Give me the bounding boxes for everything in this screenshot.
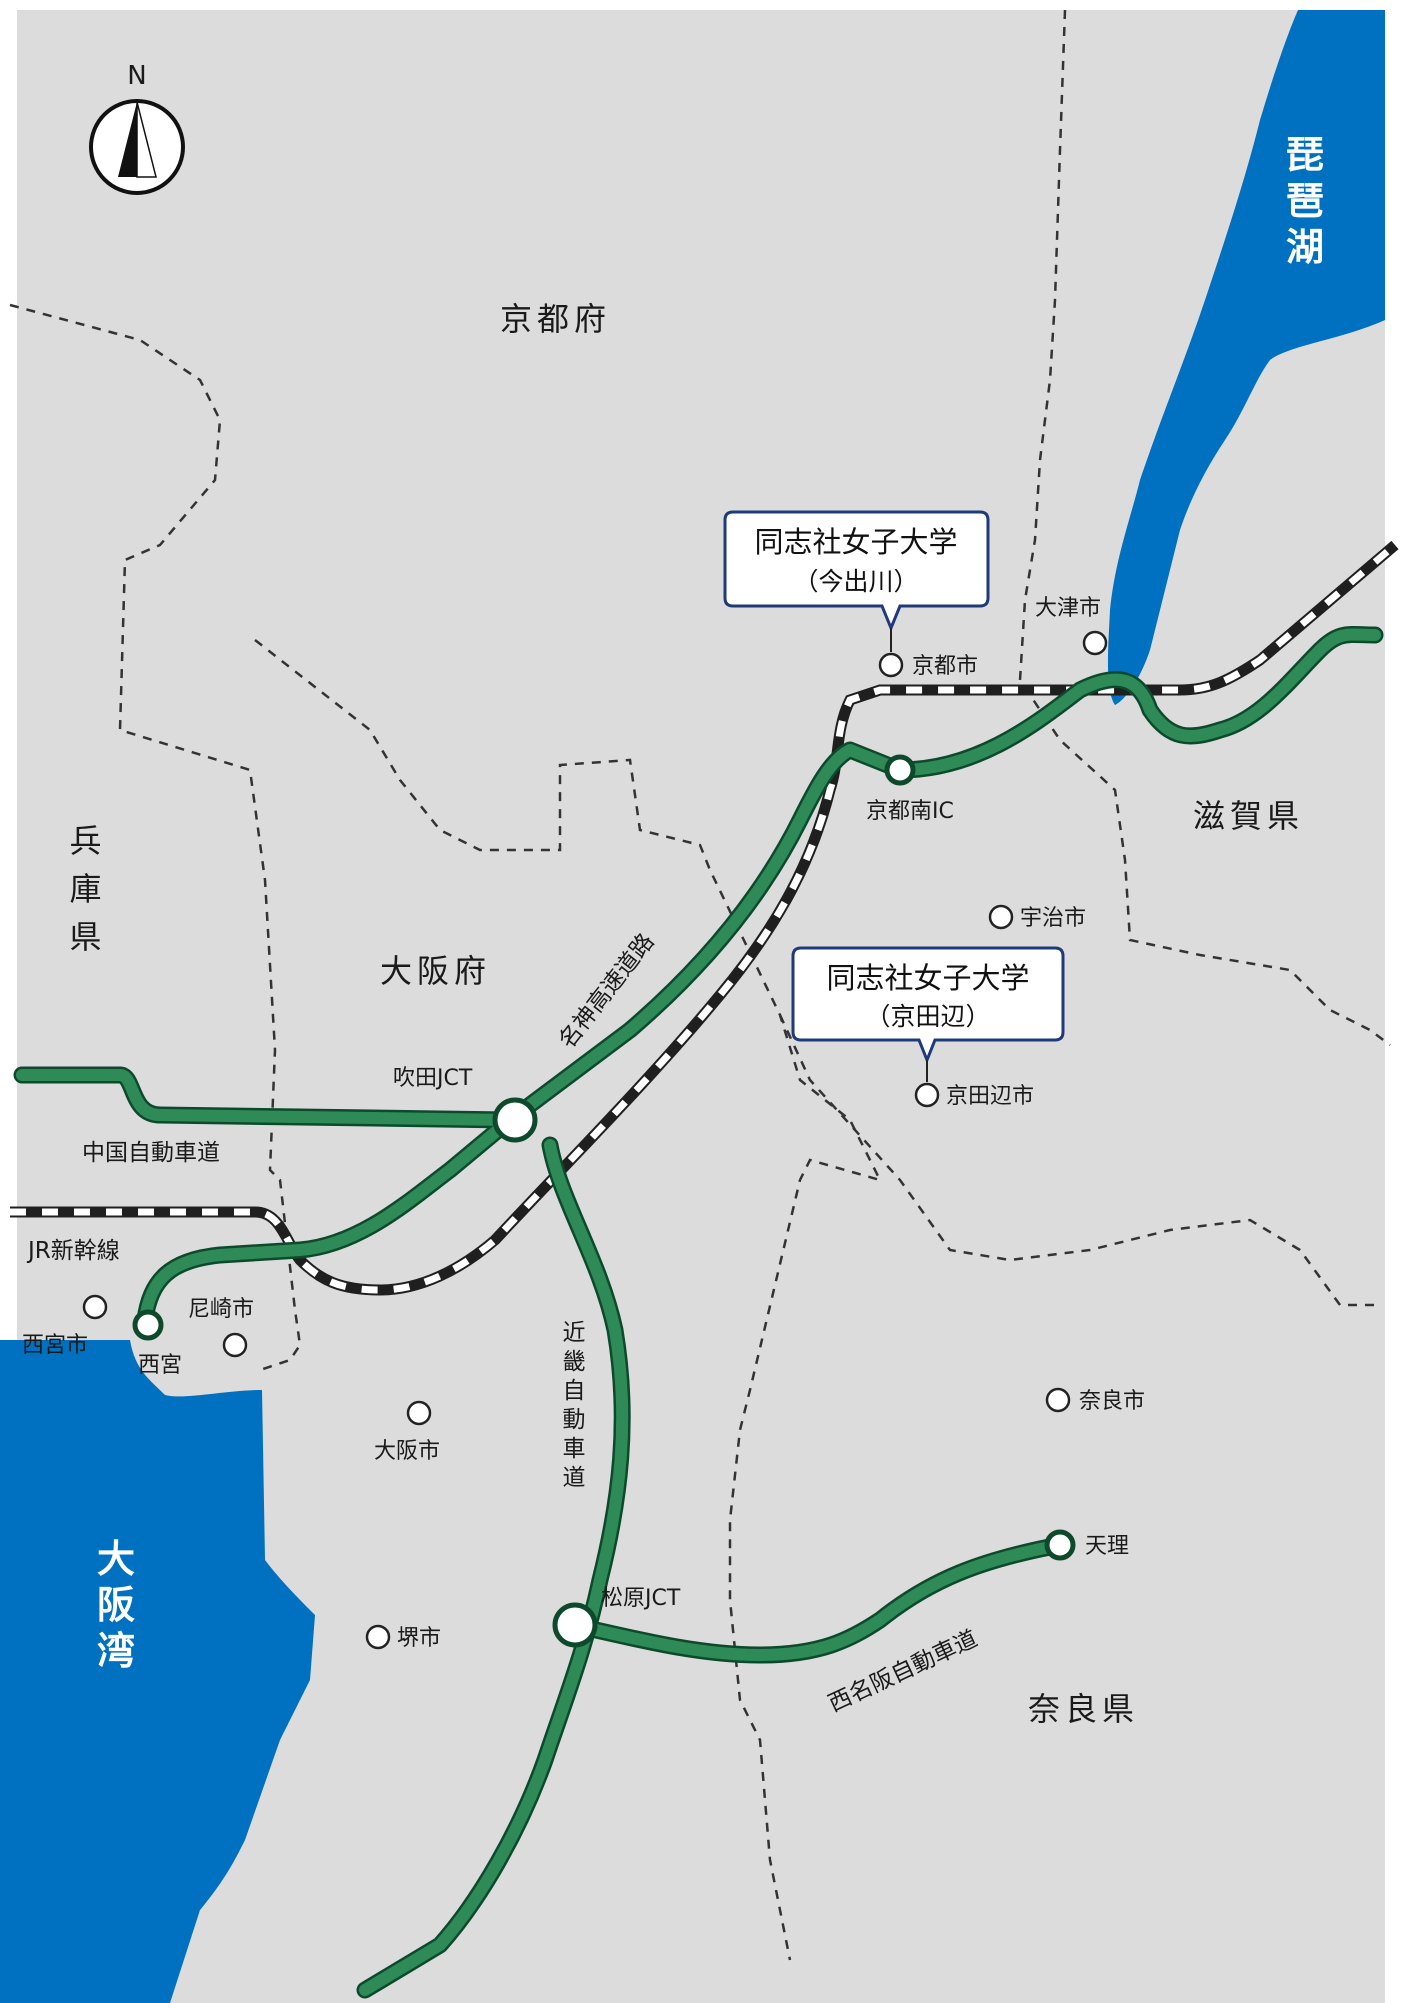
compass-needle-highlight: [136, 101, 157, 178]
callout-kyotanabe-box: [791, 946, 1065, 1065]
bay-char-2: 阪: [97, 1583, 135, 1627]
kinki-char-6: 道: [563, 1465, 586, 1491]
biwa-char-1: 琵: [1286, 133, 1324, 177]
callout-kyotanabe-name: 同志社女子大学: [826, 961, 1029, 995]
kinki-char-4: 動: [563, 1407, 586, 1433]
otsu-city-label: 大津市: [1035, 596, 1101, 621]
callout-kyotanabe: 同志社女子大学 （京田辺）: [791, 946, 1065, 1082]
kinki-char-5: 車: [563, 1436, 586, 1462]
chugoku-label: 中国自動車道: [82, 1140, 220, 1166]
nishinomiya-city-marker: [82, 1294, 108, 1320]
kyotanabe-city-label: 京田辺市: [946, 1084, 1034, 1109]
osaka-bay-label: 大 阪 湾: [97, 1537, 135, 1673]
kyoto-city-label: 京都市: [912, 654, 978, 679]
callout-imadegawa-box: [723, 510, 990, 632]
hyogo-char-2: 庫: [69, 870, 106, 908]
bay-char-3: 湾: [97, 1629, 135, 1673]
biwa-char-3: 湖: [1286, 225, 1324, 269]
kinki-char-3: 自: [563, 1378, 586, 1404]
biwa-char-2: 琶: [1286, 179, 1324, 223]
osaka-prefecture-label: 大阪府: [380, 952, 491, 990]
nishinomiya-city-label: 西宮市: [22, 1333, 88, 1358]
osaka-city-label: 大阪市: [374, 1439, 440, 1464]
tenri-ic-label: 天理: [1085, 1534, 1129, 1559]
kyotanabe-city-marker: [914, 1082, 940, 1108]
sakai-city-marker: [365, 1624, 391, 1650]
nara-city-marker: [1045, 1387, 1071, 1413]
lake-biwa: [1107, 10, 1385, 705]
tenri-ic-marker: [1044, 1529, 1076, 1561]
kinki-label: 近 畿 自 動 車 道: [563, 1320, 586, 1491]
north-compass: N: [89, 61, 185, 195]
shinkansen-line: [10, 540, 1399, 1296]
uji-city-label: 宇治市: [1020, 906, 1086, 931]
hyogo-char-1: 兵: [69, 822, 106, 860]
prefecture-boundaries: [9, 9, 1391, 1961]
compass-label: N: [127, 61, 146, 91]
shiga-prefecture-label: 滋賀県: [1193, 797, 1304, 835]
sakai-city-label: 堺市: [397, 1626, 441, 1651]
kyoto-minami-ic-label: 京都南IC: [866, 799, 954, 824]
callout-imadegawa-name: 同志社女子大学: [754, 525, 957, 559]
hyogo-char-3: 県: [69, 918, 106, 956]
suita-jct-marker: [492, 1097, 538, 1143]
shinkansen-label: JR新幹線: [26, 1238, 120, 1264]
junction-markers: [132, 754, 1076, 1648]
amagasaki-city-marker: [222, 1332, 248, 1358]
suita-jct-label: 吹田JCT: [393, 1066, 473, 1091]
kyoto-prefecture-label: 京都府: [500, 300, 611, 338]
nishinomiya-ic-label: 西宮: [138, 1353, 182, 1378]
callout-imadegawa-campus: （今出川）: [793, 567, 918, 596]
lake-biwa-label: 琵 琶 湖: [1286, 133, 1324, 269]
osaka-bay: [0, 1340, 315, 2003]
nara-city-label: 奈良市: [1079, 1389, 1145, 1414]
osaka-city-marker: [406, 1400, 432, 1426]
amagasaki-city-label: 尼崎市: [188, 1297, 254, 1322]
kyoto-city-marker: [878, 652, 904, 678]
kyoto-minami-ic-marker: [884, 754, 916, 786]
kinki-char-1: 近: [563, 1320, 586, 1346]
otsu-city-marker: [1082, 630, 1108, 656]
matsubara-jct-label: 松原JCT: [601, 1586, 681, 1611]
matsubara-jct-marker: [552, 1602, 598, 1648]
callout-kyotanabe-campus: （京田辺）: [865, 1002, 990, 1031]
nishinomiya-ic-marker: [132, 1309, 164, 1341]
uji-city-marker: [988, 904, 1014, 930]
city-markers: [82, 630, 1108, 1650]
hyogo-prefecture-label: 兵 庫 県: [69, 822, 106, 956]
kinki-char-2: 畿: [563, 1349, 586, 1375]
callout-imadegawa: 同志社女子大学 （今出川）: [723, 510, 990, 652]
nara-prefecture-label: 奈良県: [1028, 1690, 1139, 1728]
bay-char-1: 大: [97, 1537, 135, 1581]
